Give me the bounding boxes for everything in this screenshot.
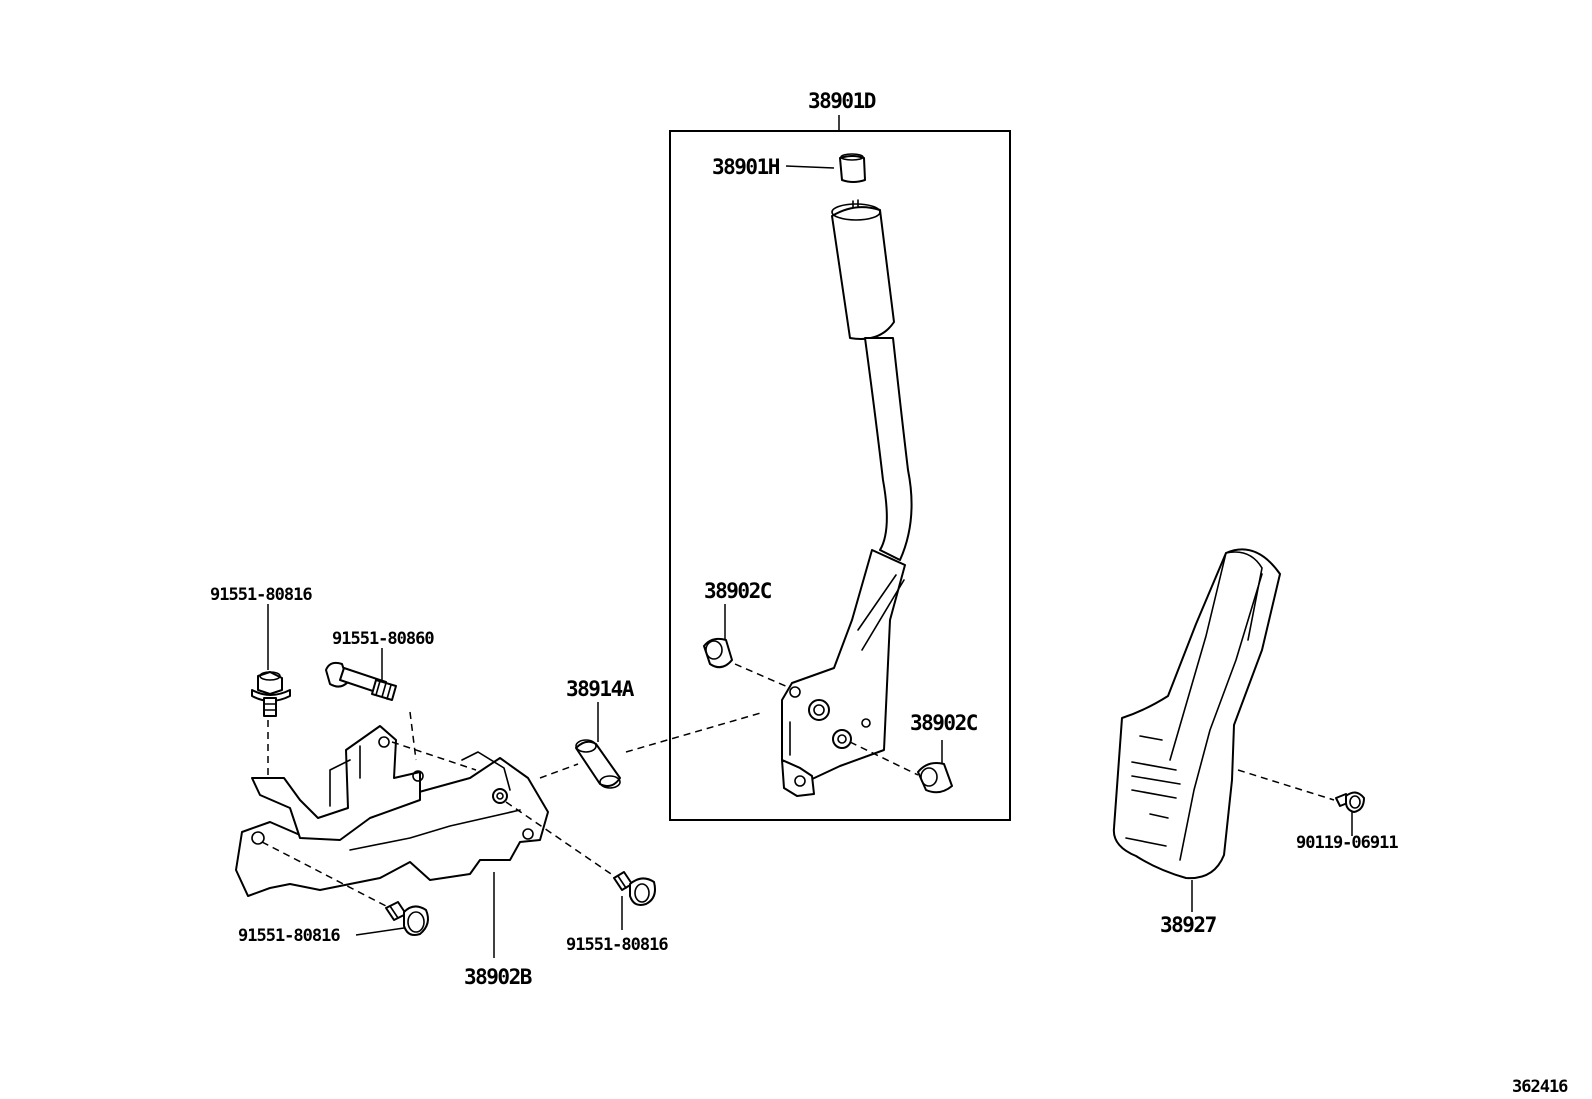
bushing-upper-part <box>703 637 733 669</box>
bolt-bottom-mid-part <box>613 871 656 906</box>
bushing-lower-part <box>917 762 953 794</box>
label-bolt-top: 91551-80816 <box>210 585 312 605</box>
label-38902C-lower: 38902C <box>910 711 978 735</box>
bolt-bottom-left-part <box>385 901 429 936</box>
knob-cap-part <box>839 153 866 183</box>
label-38902C-upper: 38902C <box>704 579 772 603</box>
screw-cover-part <box>1335 791 1365 813</box>
label-bolt-bottom-left: 91551-80816 <box>238 926 340 946</box>
diagram-id: 362416 <box>1512 1077 1568 1097</box>
label-screw-cover: 90119-06911 <box>1296 833 1398 853</box>
lever-assembly-frame <box>669 130 1011 821</box>
collar-part <box>575 739 621 789</box>
label-bolt-long: 91551-80860 <box>332 629 434 649</box>
label-38927: 38927 <box>1160 913 1217 937</box>
bolt-long-part <box>325 661 397 701</box>
bracket-part <box>235 725 549 897</box>
label-38901D: 38901D <box>808 89 876 113</box>
bolt-top-part <box>251 671 291 717</box>
parking-brake-lever-part <box>781 199 913 797</box>
lever-cover-part <box>1112 548 1281 880</box>
label-38914A: 38914A <box>566 677 635 701</box>
label-38902B: 38902B <box>464 965 532 989</box>
label-38901H: 38901H <box>712 155 780 179</box>
label-bolt-bottom-mid: 91551-80816 <box>566 935 668 955</box>
